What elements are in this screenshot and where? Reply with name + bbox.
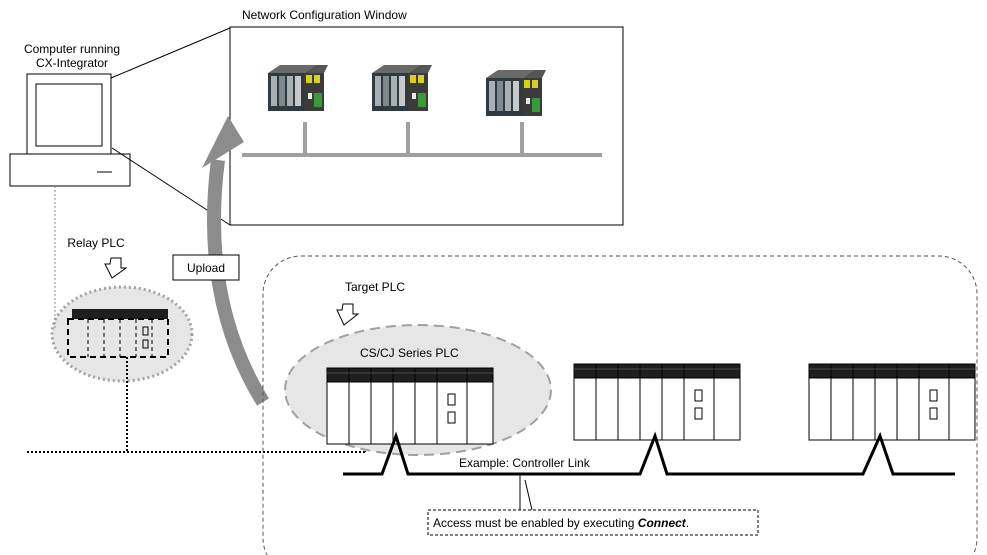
window-network-bus <box>242 122 602 157</box>
plc-unit-3 <box>808 363 976 441</box>
plc-unit-2 <box>573 363 741 441</box>
upload-arrow <box>202 116 269 406</box>
target-series-label: CS/CJ Series PLC <box>360 346 459 360</box>
callout-line-top <box>110 27 231 79</box>
upload-label: Upload <box>187 261 225 275</box>
network-config-window <box>229 26 624 226</box>
computer-label-line2: CX-Integrator <box>36 56 108 70</box>
note-callout-line-2 <box>524 479 533 511</box>
window-title: Network Configuration Window <box>242 8 407 22</box>
controller-link-bus <box>343 431 955 476</box>
computer-icon <box>9 73 131 187</box>
upload-label-box <box>172 254 240 281</box>
note-box <box>427 509 759 536</box>
computer-label-line1: Computer running <box>24 42 120 56</box>
relay-plc-label: Relay PLC <box>67 236 125 250</box>
note-text-emphasis: Connect <box>638 516 687 530</box>
target-plc <box>326 367 494 445</box>
relay-plc-ellipse <box>50 285 194 383</box>
target-plc-label: Target PLC <box>345 280 405 294</box>
note-text: Access must be enabled by executing Conn… <box>433 516 689 530</box>
target-network-region <box>262 255 978 555</box>
network-label: Example: Controller Link <box>459 456 591 470</box>
note-text-suffix: . <box>686 516 689 530</box>
note-text-prefix: Access must be enabled by executing <box>433 516 638 530</box>
relay-plc-unit <box>67 309 169 358</box>
relay-pointer-arrow <box>104 257 128 279</box>
target-pointer-arrow <box>336 303 360 326</box>
window-plc-icon-2 <box>372 65 432 111</box>
window-plc-icon-1 <box>268 65 328 111</box>
window-plc-icon-3 <box>486 70 546 116</box>
